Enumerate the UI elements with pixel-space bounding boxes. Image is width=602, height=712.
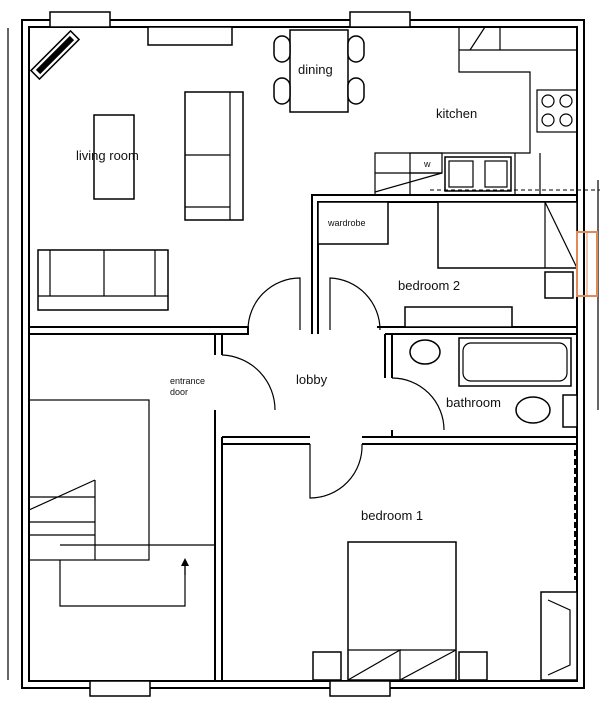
- room-labels: dining kitchen living room w wardrobe be…: [76, 62, 501, 523]
- bathtub: [458, 337, 572, 387]
- tv-icon: [29, 29, 81, 81]
- toilet: [515, 396, 551, 424]
- doors: [181, 277, 445, 575]
- label-washer: w: [423, 159, 431, 169]
- living-furniture: [29, 29, 244, 311]
- basin: [409, 339, 441, 365]
- label-lobby: lobby: [296, 372, 328, 387]
- label-bedroom-1: bedroom 1: [361, 508, 423, 523]
- label-dining: dining: [298, 62, 333, 77]
- bedroom1-furniture: [312, 450, 578, 682]
- sofa-right: [184, 91, 244, 221]
- kitchen-units: [374, 26, 600, 195]
- wardrobe: [317, 201, 389, 245]
- label-living-room: living room: [76, 148, 139, 163]
- label-bathroom: bathroom: [446, 395, 501, 410]
- bed-1: [347, 541, 457, 681]
- bathroom-fixtures: [409, 337, 578, 428]
- label-kitchen: kitchen: [436, 106, 477, 121]
- coffee-table: [93, 114, 135, 200]
- outer-walls: [21, 11, 585, 697]
- arrow-icon: [181, 558, 189, 566]
- label-entrance: entrance: [170, 376, 205, 386]
- sink: [444, 156, 512, 192]
- label-bedroom-2: bedroom 2: [398, 278, 460, 293]
- bedroom2-furniture: [317, 201, 598, 328]
- chest: [540, 591, 578, 681]
- label-wardrobe: wardrobe: [327, 218, 366, 228]
- dining-set: [273, 29, 365, 113]
- bed-2: [437, 201, 578, 269]
- sofa-bottom: [37, 249, 169, 311]
- label-door: door: [170, 387, 188, 397]
